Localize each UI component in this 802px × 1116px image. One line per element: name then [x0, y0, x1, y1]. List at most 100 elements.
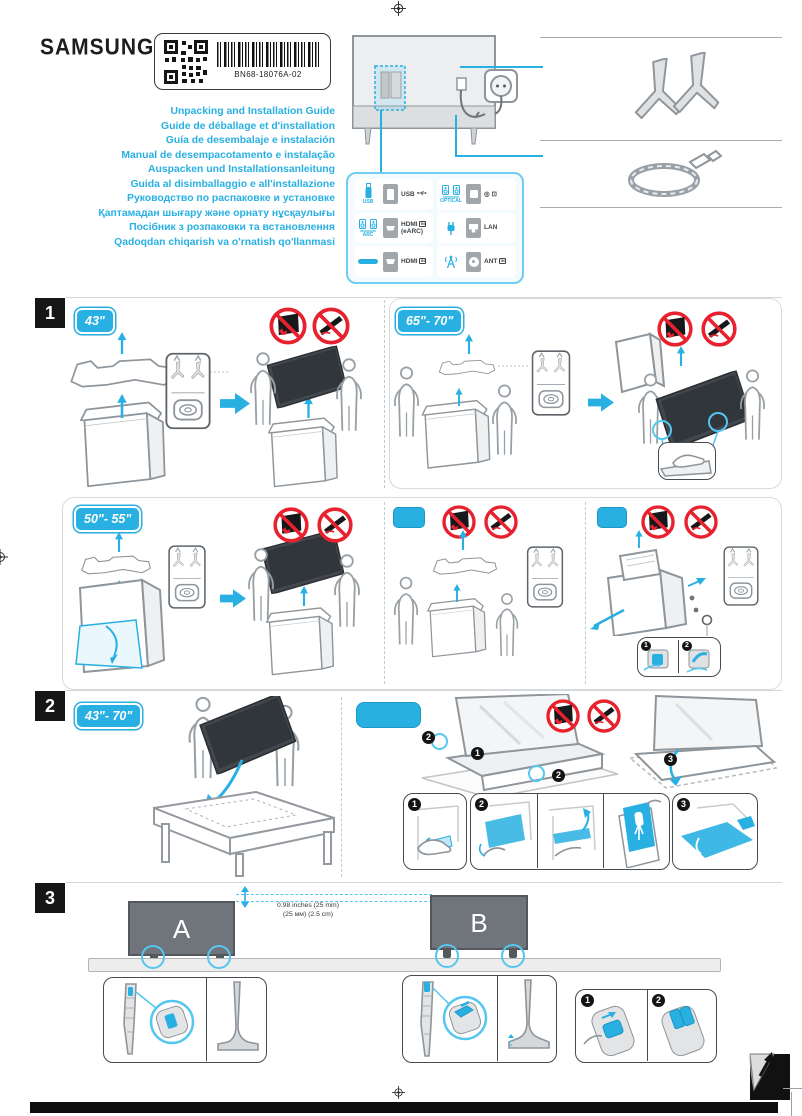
usb-port	[383, 184, 398, 205]
accessory-divider-2	[540, 140, 782, 141]
stand-a-detail-panel	[103, 977, 267, 1063]
step-circle: 2	[652, 994, 665, 1007]
table-placement-illustration	[153, 696, 335, 877]
usb-device-icon	[365, 183, 371, 199]
grip-hand-sketch	[659, 454, 712, 477]
cut-line-4	[341, 697, 342, 877]
registration-mark-bottom	[392, 1086, 405, 1099]
unbox-blank1-illustration	[393, 530, 519, 658]
no-lay-flat-sign	[312, 307, 350, 345]
trim-mark-v	[791, 1092, 792, 1116]
step-circle: 3	[677, 798, 690, 811]
fold-foam-illustration	[628, 694, 778, 789]
carry-65-70-illustration	[614, 332, 766, 455]
step-circle: 1	[641, 641, 651, 651]
accessory-inset-50-55	[166, 545, 208, 609]
clip-steps-inset: 1 2	[637, 637, 721, 677]
plug-icon	[447, 221, 455, 235]
unbox-50-55-illustration	[75, 532, 166, 674]
barcode	[217, 42, 319, 67]
slider-steps-panel: 1 2	[575, 989, 717, 1063]
usb-symbol-icon	[416, 190, 427, 196]
title-de: Auspacken und Installationsanleitung	[147, 164, 335, 176]
port-row-hdmi-earc: ARC HDMI IN (eARC)	[354, 212, 433, 244]
registration-mark-left	[0, 549, 8, 565]
size-badge-blank-1	[393, 507, 425, 528]
step-circle: 1	[408, 798, 421, 811]
foot-highlight-circle	[207, 945, 231, 969]
foot-highlight-circle	[501, 944, 525, 968]
no-impact-sign	[273, 507, 309, 543]
cut-line-3	[585, 502, 586, 684]
title-list: Unpacking and Installation Guide Guide d…	[35, 105, 335, 250]
tv-in-base-foam-illustration	[421, 694, 619, 799]
antenna-port	[466, 251, 481, 272]
size-badge-blank-2	[597, 507, 627, 528]
arc-speakers-icon	[359, 218, 377, 231]
bottom-print-bar	[30, 1102, 778, 1113]
hdmi-port	[383, 251, 398, 272]
flap-pull-sketch	[478, 801, 532, 857]
panel-65-70	[389, 298, 782, 489]
service-icons: ◎ ⊡	[484, 190, 497, 198]
step3-detail-panel: 3	[672, 793, 758, 870]
grip-detail-inset	[658, 442, 716, 480]
connector-line-cable-h	[455, 155, 543, 157]
step2-detail-panel: 2	[470, 793, 670, 870]
step-circle: 2	[552, 769, 565, 782]
height-arrow	[241, 886, 249, 908]
step-circle: 3	[664, 753, 677, 766]
step-circle: 2	[475, 798, 488, 811]
no-impact-sign	[657, 311, 693, 347]
power-cable-accessory	[628, 149, 723, 197]
connector-line-legs	[460, 66, 543, 68]
highlight-circle	[528, 765, 545, 782]
tv-rear-diagram	[352, 35, 518, 145]
optical-port	[466, 184, 481, 205]
ports-panel: USB USB ARC HDMI IN (eARC)	[346, 172, 524, 284]
no-lay-flat-sign	[317, 507, 353, 543]
section1-rule	[66, 297, 782, 298]
leg-b-sketch	[420, 981, 488, 1057]
height-dash-lower	[236, 901, 432, 902]
port-row-hdmi: HDMI IN	[354, 246, 433, 278]
title-fr: Guide de déballage et d'installation	[161, 120, 335, 132]
tv-b: B	[430, 895, 528, 950]
optical-speakers-icon	[442, 184, 460, 198]
lift-50-55-illustration	[248, 529, 360, 676]
brand-logo: SAMSUNG	[40, 35, 155, 60]
height-dash-upper	[236, 894, 432, 895]
stand-b-side-view	[508, 979, 550, 1049]
stand-legs-accessory	[634, 52, 720, 120]
title-uz: Qadoqdan chiqarish va o'rnatish qo'llanm…	[114, 236, 335, 248]
port-row-usb: USB USB	[354, 179, 433, 210]
size-badge-50-55: 50"- 55"	[74, 506, 142, 532]
no-impact-sign	[546, 699, 580, 733]
no-impact-sign	[269, 307, 307, 345]
stand-a-side-view	[217, 981, 259, 1051]
qr-code	[163, 39, 209, 85]
clip-remove-sketch-2	[686, 649, 710, 673]
registration-mark-top	[391, 1, 406, 16]
size-badge-65-70: 65"- 70"	[396, 308, 464, 334]
accessory-divider-3	[540, 207, 782, 208]
next-arrow-50-55	[220, 589, 246, 608]
stand-b-detail-panel	[402, 975, 557, 1063]
title-pt: Manual de desempacotamento e instalação	[121, 149, 335, 161]
hdmi-earc-port	[383, 218, 398, 238]
accessory-inset-blank1	[523, 546, 567, 608]
accessory-divider-1	[540, 37, 782, 38]
size-badge-43-70: 43"- 70"	[75, 703, 143, 729]
connector-line-cable-v	[455, 115, 457, 155]
leg-a-sketch	[123, 983, 195, 1055]
foot-highlight-circle	[435, 944, 459, 968]
foot-highlight-circle	[141, 945, 165, 969]
section1-number: 1	[35, 298, 65, 328]
flap-lift-sketch	[548, 805, 596, 860]
step1-detail-panel: 1	[403, 793, 467, 870]
ports-column-right: OPTICAL ◎ ⊡ LAN ANT IN	[437, 179, 516, 278]
title-en: Unpacking and Installation Guide	[170, 106, 335, 117]
accessory-inset-blank2	[720, 546, 762, 606]
antenna-icon	[445, 255, 457, 269]
